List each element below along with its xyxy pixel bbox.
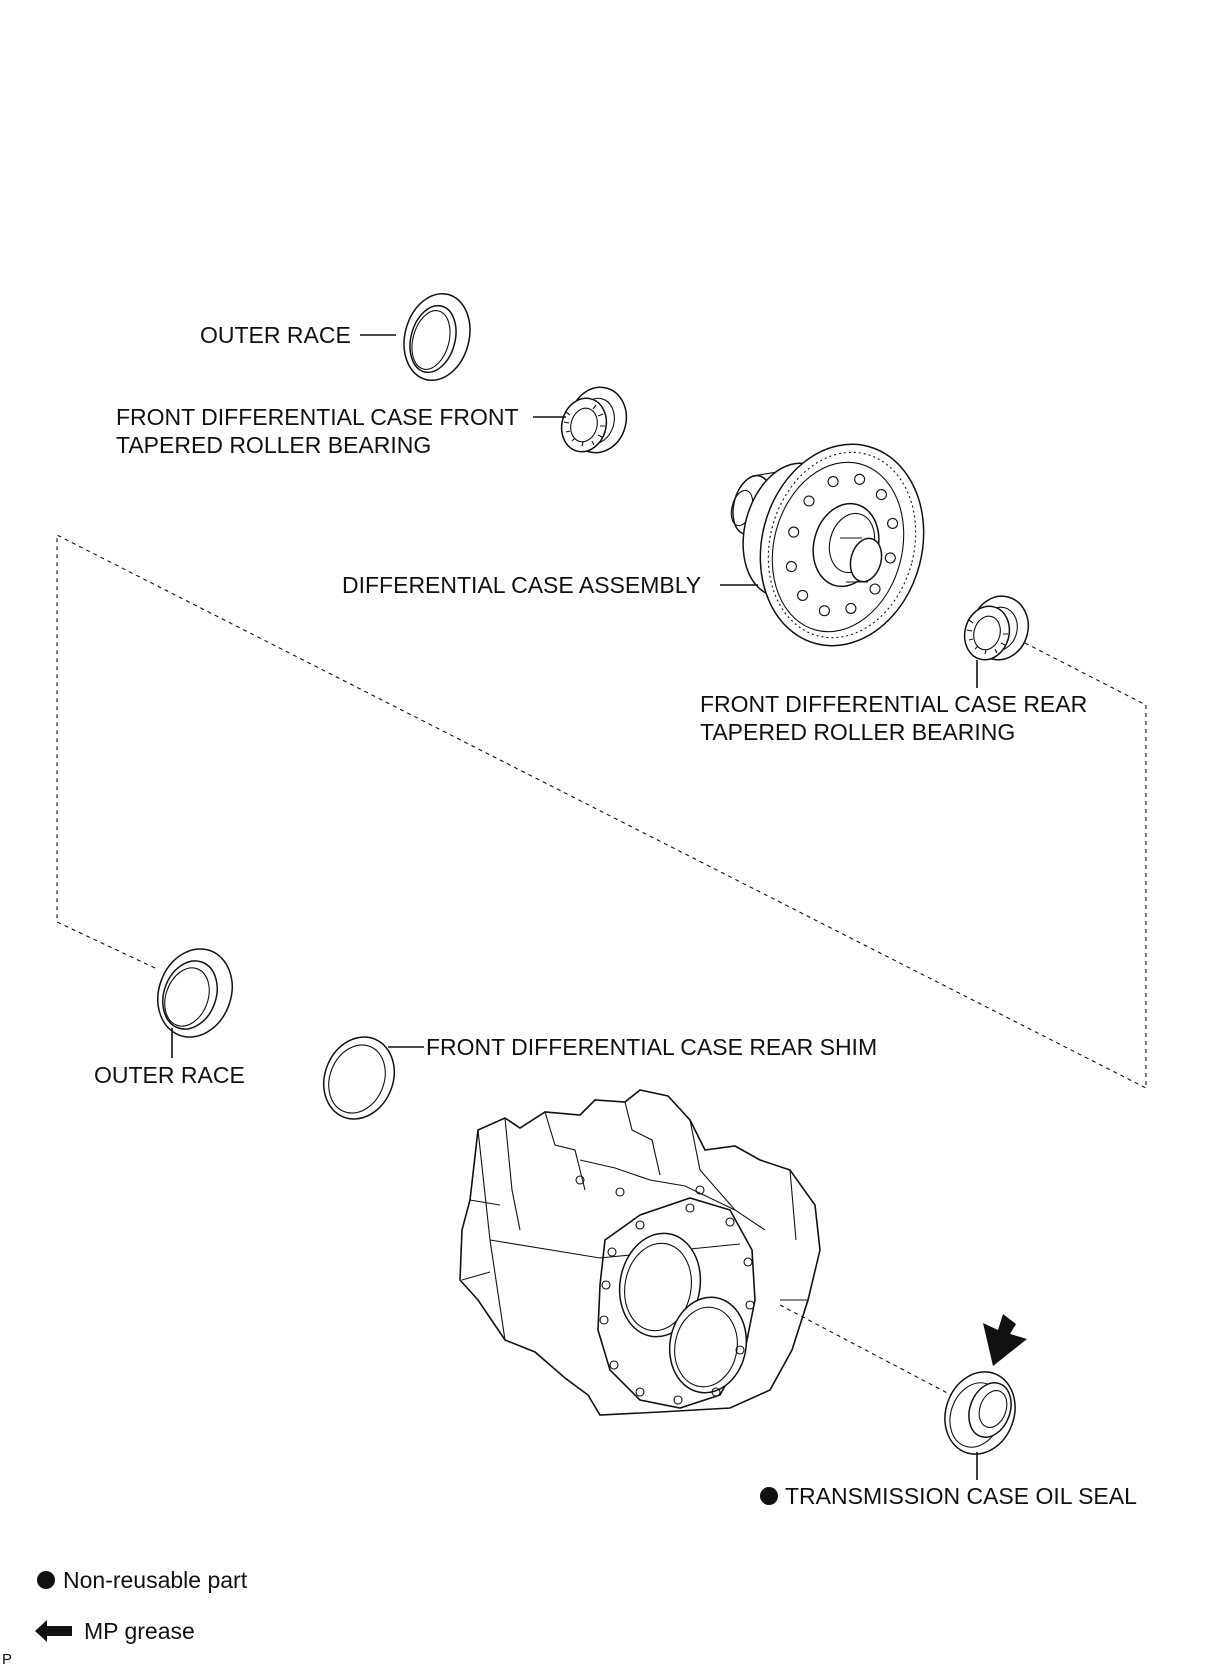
bolt-hole xyxy=(854,473,866,485)
mp-grease-arrow-icon xyxy=(983,1314,1027,1366)
rear-shim-label: FRONT DIFFERENTIAL CASE REAR SHIM xyxy=(426,1034,877,1060)
front-bearing-part xyxy=(560,386,628,454)
case-bolt-hole xyxy=(685,1203,695,1213)
case-bolt-hole xyxy=(743,1257,753,1267)
bolt-hole xyxy=(887,517,899,529)
case-bolt-hole xyxy=(711,1387,721,1397)
outer-race-top-part xyxy=(403,292,471,382)
rear-bearing-label-line1: FRONT DIFFERENTIAL CASE REAR xyxy=(700,691,1087,717)
bolt-hole xyxy=(788,526,800,538)
outer-race-top-label: OUTER RACE xyxy=(200,322,351,348)
rear-bearing-part xyxy=(963,595,1030,661)
rear-shim-part xyxy=(323,1036,395,1120)
rear-bearing-label-line2: TAPERED ROLLER BEARING xyxy=(700,719,1015,745)
alignment-lines xyxy=(56,534,1147,1398)
case-bolt-hole xyxy=(609,1360,619,1370)
bolt-hole xyxy=(884,552,896,564)
outer-race-bottom-label: OUTER RACE xyxy=(94,1062,245,1088)
bolt-hole xyxy=(818,605,830,617)
bolt-hole xyxy=(869,583,881,595)
case-bolt-hole xyxy=(735,1345,745,1355)
front-bearing-label-line1: FRONT DIFFERENTIAL CASE FRONT xyxy=(116,404,519,430)
case-bolt-hole xyxy=(725,1217,735,1227)
bolt-hole xyxy=(845,602,857,614)
legend: Non-reusable part MP grease xyxy=(35,1567,248,1644)
case-bolt-hole xyxy=(601,1280,611,1290)
bolt-hole xyxy=(785,561,797,573)
non-reusable-marker-icon xyxy=(760,1487,778,1505)
case-bolt-hole xyxy=(615,1187,625,1197)
differential-case-label: DIFFERENTIAL CASE ASSEMBLY xyxy=(342,572,701,598)
bolt-hole xyxy=(827,476,839,488)
oil-seal-part xyxy=(944,1371,1016,1455)
case-bolt-hole xyxy=(673,1395,683,1405)
case-bolt-hole xyxy=(607,1247,617,1257)
bolt-hole xyxy=(803,495,815,507)
case-bolt-hole xyxy=(599,1315,609,1325)
case-bolt-hole xyxy=(695,1185,705,1195)
case-bolt-hole xyxy=(575,1175,585,1185)
left-arrow-icon xyxy=(35,1620,72,1642)
bolt-hole xyxy=(875,489,887,501)
oil-seal-label: TRANSMISSION CASE OIL SEAL xyxy=(785,1483,1137,1509)
legend-mp-grease-text: MP grease xyxy=(84,1618,195,1644)
case-bolt-hole xyxy=(635,1387,645,1397)
outer-race-bottom-part xyxy=(157,948,233,1038)
differential-case-part xyxy=(730,443,925,647)
corner-mark: P xyxy=(2,1651,12,1668)
filled-circle-icon xyxy=(37,1571,55,1589)
case-bolt-hole xyxy=(635,1220,645,1230)
transmission-case-part xyxy=(459,1089,821,1416)
case-bolt-hole xyxy=(745,1300,755,1310)
bolt-hole xyxy=(797,589,809,601)
front-bearing-label-line2: TAPERED ROLLER BEARING xyxy=(116,432,431,458)
legend-non-reusable-text: Non-reusable part xyxy=(63,1567,248,1593)
